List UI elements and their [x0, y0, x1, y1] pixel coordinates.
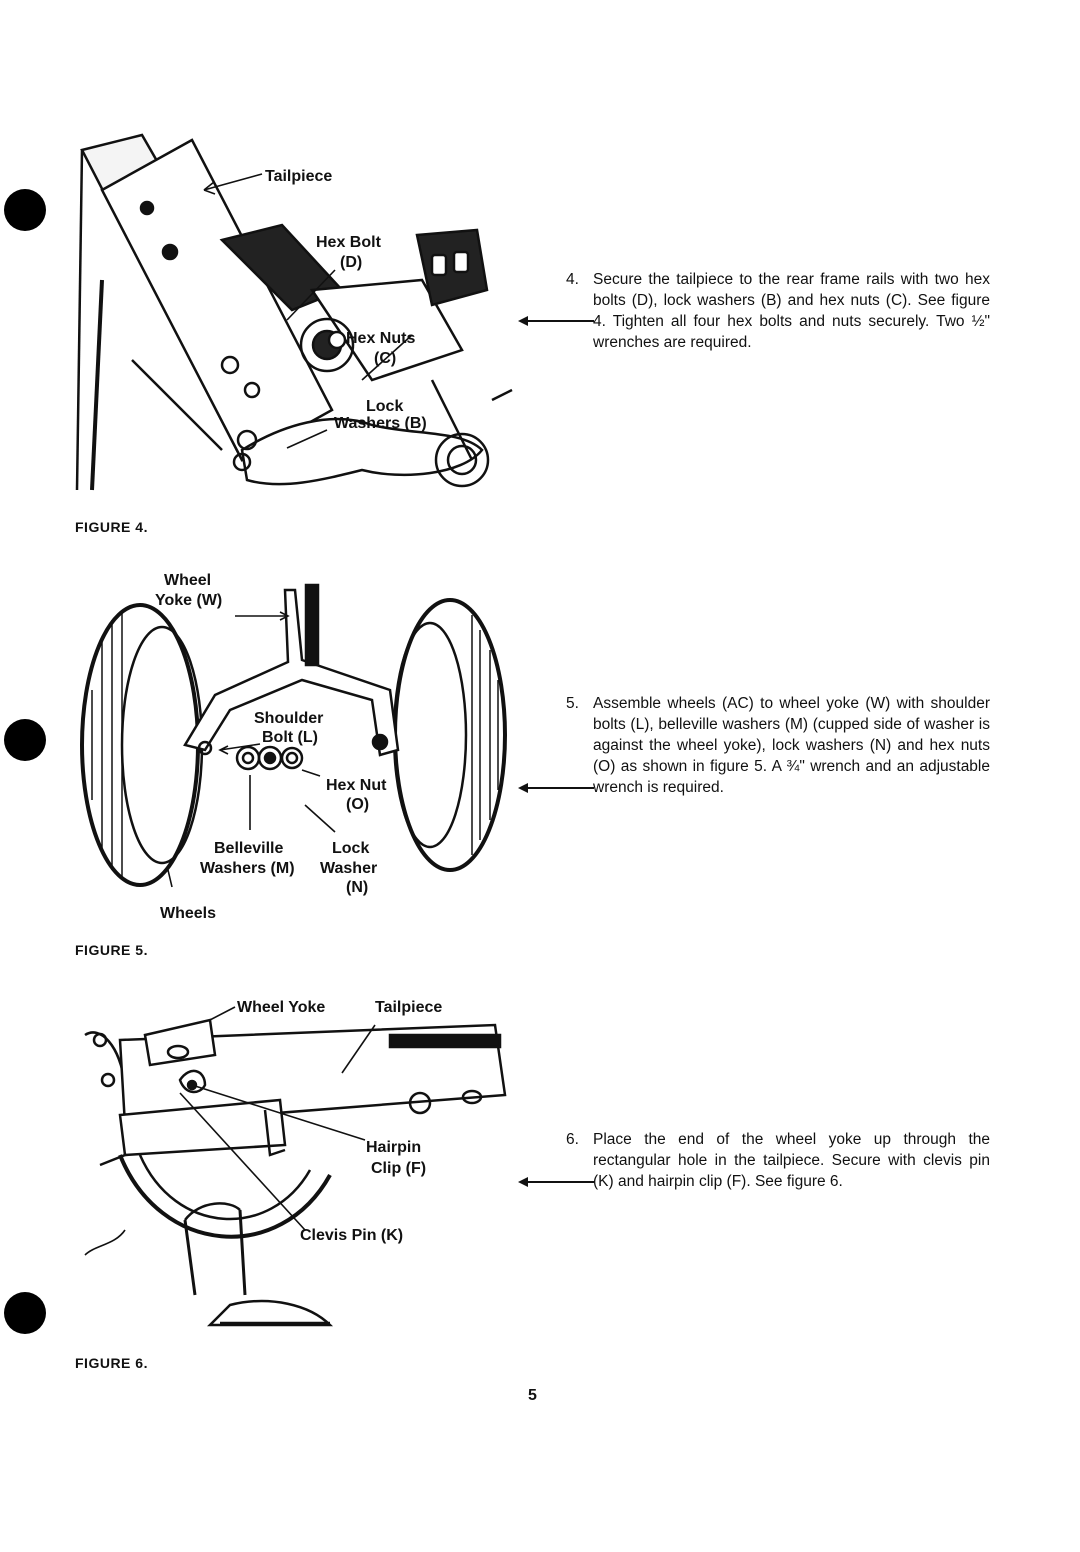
- fig5-label-hex-nut: Hex Nut: [326, 777, 387, 794]
- step-5: 5. Assemble wheels (AC) to wheel yoke (W…: [566, 693, 990, 798]
- binder-hole-bottom: [4, 1292, 46, 1334]
- fig6-label-clip-f: Clip (F): [371, 1160, 427, 1177]
- fig4-label-hex-bolt-code: (D): [340, 254, 363, 271]
- fig6-label-tailpiece: Tailpiece: [375, 999, 443, 1016]
- fig5-label-hex-nut-code: (O): [346, 796, 370, 813]
- fig5-label-yoke-w: Yoke (W): [155, 592, 223, 609]
- fig5-label-washer-code: (N): [346, 879, 369, 896]
- step-6-number: 6.: [566, 1131, 579, 1148]
- fig5-label-lock: Lock: [332, 840, 370, 857]
- fig5-label-wheel: Wheel: [164, 572, 212, 589]
- fig4-label-tailpiece: Tailpiece: [265, 168, 333, 185]
- fig5-label-wheels: Wheels: [160, 905, 217, 922]
- fig4-label-hex-bolt: Hex Bolt: [316, 234, 381, 251]
- step-5-text: Assemble wheels (AC) to wheel yoke (W) w…: [593, 695, 990, 796]
- fig6-label-hairpin: Hairpin: [366, 1139, 422, 1156]
- step-5-pointer-arrow: [518, 783, 594, 793]
- figure-5-illustration: [80, 583, 507, 888]
- page-number: 5: [528, 1387, 537, 1404]
- fig4-label-hex-nuts: Hex Nuts: [346, 330, 416, 347]
- fig6-label-wheel-yoke: Wheel Yoke: [237, 999, 326, 1016]
- step-6-pointer-arrow: [518, 1177, 594, 1187]
- figure-6-caption: FIGURE 6.: [75, 1355, 148, 1371]
- figure-4-caption: FIGURE 4.: [75, 519, 148, 535]
- figure-4-illustration: [75, 133, 513, 491]
- fig4-label-washers-b: Washers (B): [334, 415, 427, 432]
- figure-6-illustration: [84, 1006, 507, 1327]
- step-6-text: Place the end of the wheel yoke up throu…: [593, 1131, 990, 1190]
- step-4-number: 4.: [566, 271, 579, 288]
- fig4-label-lock: Lock: [366, 398, 404, 415]
- figure-5-caption: FIGURE 5.: [75, 942, 148, 958]
- fig6-label-clevis-pin: Clevis Pin (K): [300, 1227, 404, 1244]
- fig5-label-belleville: Belleville: [214, 840, 284, 857]
- fig4-label-hex-nuts-code: (C): [374, 350, 397, 367]
- step-4: 4. Secure the tailpiece to the rear fram…: [566, 269, 990, 353]
- step-6: 6. Place the end of the wheel yoke up th…: [566, 1129, 990, 1192]
- step-5-number: 5.: [566, 695, 579, 712]
- binder-hole-middle: [4, 719, 46, 761]
- fig5-label-washers-m: Washers (M): [200, 860, 295, 877]
- binder-hole-top: [4, 189, 46, 231]
- fig5-label-bolt-l: Bolt (L): [262, 729, 318, 746]
- fig5-label-washer: Washer: [320, 860, 378, 877]
- fig5-label-shoulder: Shoulder: [254, 710, 324, 727]
- step-4-text: Secure the tailpiece to the rear frame r…: [593, 271, 990, 351]
- step-4-pointer-arrow: [518, 316, 594, 326]
